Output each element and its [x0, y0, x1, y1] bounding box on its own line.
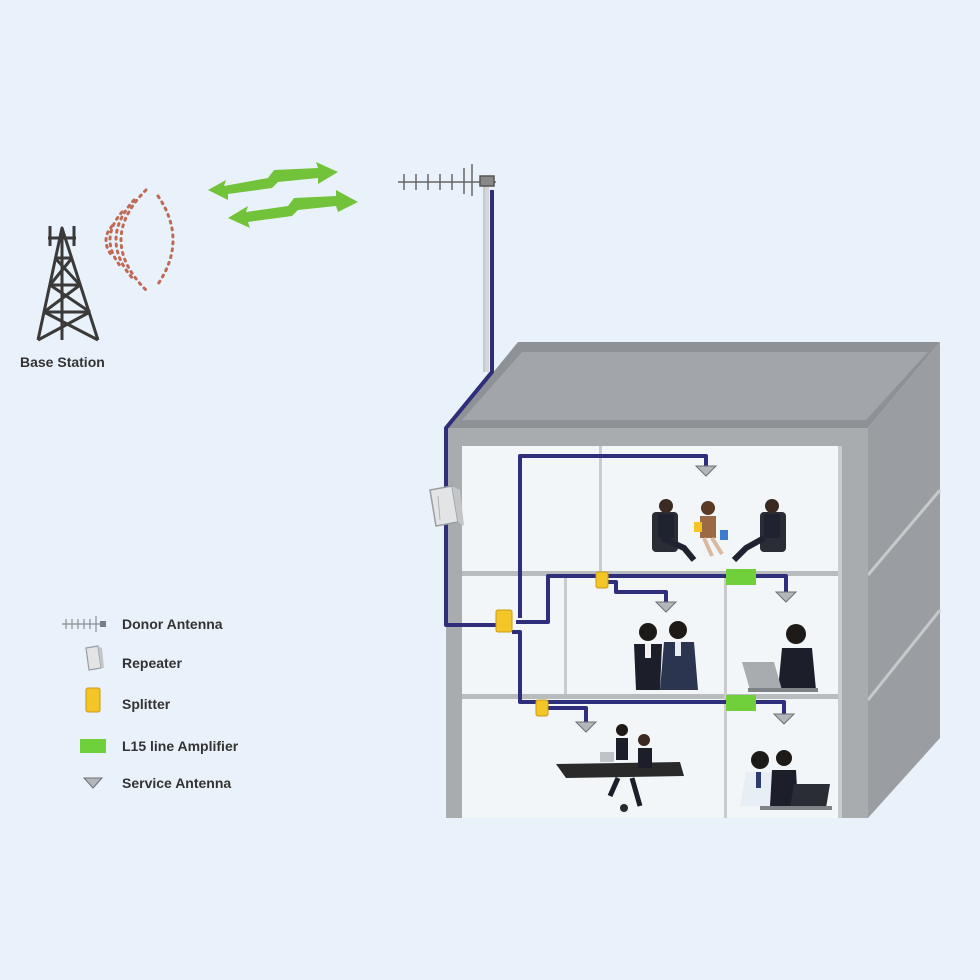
desk-meeting-illustration [556, 724, 684, 812]
service-antenna-icon [574, 721, 598, 733]
service-antenna-icon [694, 465, 718, 477]
donor-antenna-mast [483, 184, 489, 372]
line-amplifier-icon [726, 695, 756, 711]
donor-antenna-icon [398, 164, 496, 196]
seated-people-illustration [652, 499, 786, 563]
building-side [868, 342, 940, 818]
radio-wave-icon [104, 188, 175, 292]
base-station-tower-icon [36, 226, 100, 342]
legend-line-amplifier-icon [80, 739, 106, 753]
service-antenna-icon [772, 713, 796, 725]
base-station-label: Base Station [20, 354, 105, 370]
signal-arrows-icon [208, 162, 358, 228]
legend-label-splitter: Splitter [122, 696, 171, 712]
legend-repeater-icon [85, 645, 104, 671]
legend-label-line-amplifier: L15 line Amplifier [122, 738, 239, 754]
legend-donor-antenna-icon [62, 616, 106, 632]
service-antenna-icon [654, 601, 678, 613]
legend-service-antenna-icon [82, 777, 104, 789]
splitter-icon [495, 609, 513, 633]
service-antenna-icon [774, 591, 798, 603]
coax-cable [444, 190, 788, 722]
legend-label-repeater: Repeater [122, 655, 182, 671]
legend-label-service-antenna: Service Antenna [122, 775, 232, 791]
splitter-icon [595, 571, 609, 589]
splitter-icon [535, 699, 549, 717]
woman-laptop-illustration [742, 624, 818, 692]
legend-splitter-icon [85, 687, 101, 713]
computer-work-illustration [740, 750, 832, 810]
repeater-icon [429, 485, 464, 527]
legend-label-donor-antenna: Donor Antenna [122, 616, 223, 632]
standing-people-illustration [634, 621, 698, 690]
line-amplifier-icon [726, 569, 756, 585]
